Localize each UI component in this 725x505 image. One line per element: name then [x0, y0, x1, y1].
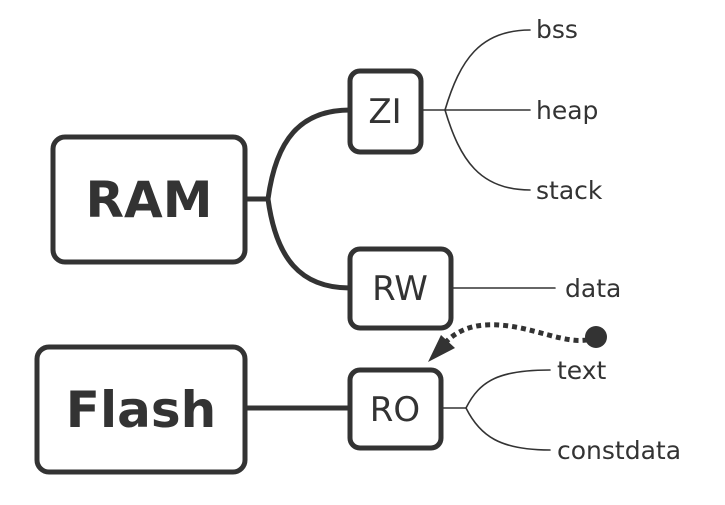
stack-label: stack [536, 176, 603, 205]
ro-to-constdata-link [465, 407, 551, 451]
ram-to-rw-link [265, 196, 353, 291]
zi-to-bss-link [444, 29, 531, 111]
relationship-arrowhead [428, 335, 455, 362]
constdata-label: constdata [557, 436, 681, 465]
zi-label: ZI [368, 92, 401, 132]
ram-node [50, 134, 248, 265]
rw-label: RW [372, 269, 428, 309]
ram-to-zi-link [265, 107, 353, 202]
zi-node [347, 68, 424, 155]
zi-to-stack-link [444, 109, 531, 191]
ram-label: RAM [86, 171, 213, 229]
data-label: data [565, 274, 621, 303]
flash-label: Flash [66, 381, 216, 439]
relationship-start-dot [585, 326, 607, 348]
rw-node [347, 246, 454, 331]
dotted-relationship-link [445, 322, 598, 343]
text-label: text [557, 356, 607, 385]
flash-node [34, 344, 248, 475]
ro-to-text-link [465, 369, 551, 409]
ro-node [347, 367, 444, 451]
ro-label: RO [370, 390, 420, 430]
bss-label: bss [536, 15, 578, 44]
heap-label: heap [536, 96, 598, 125]
